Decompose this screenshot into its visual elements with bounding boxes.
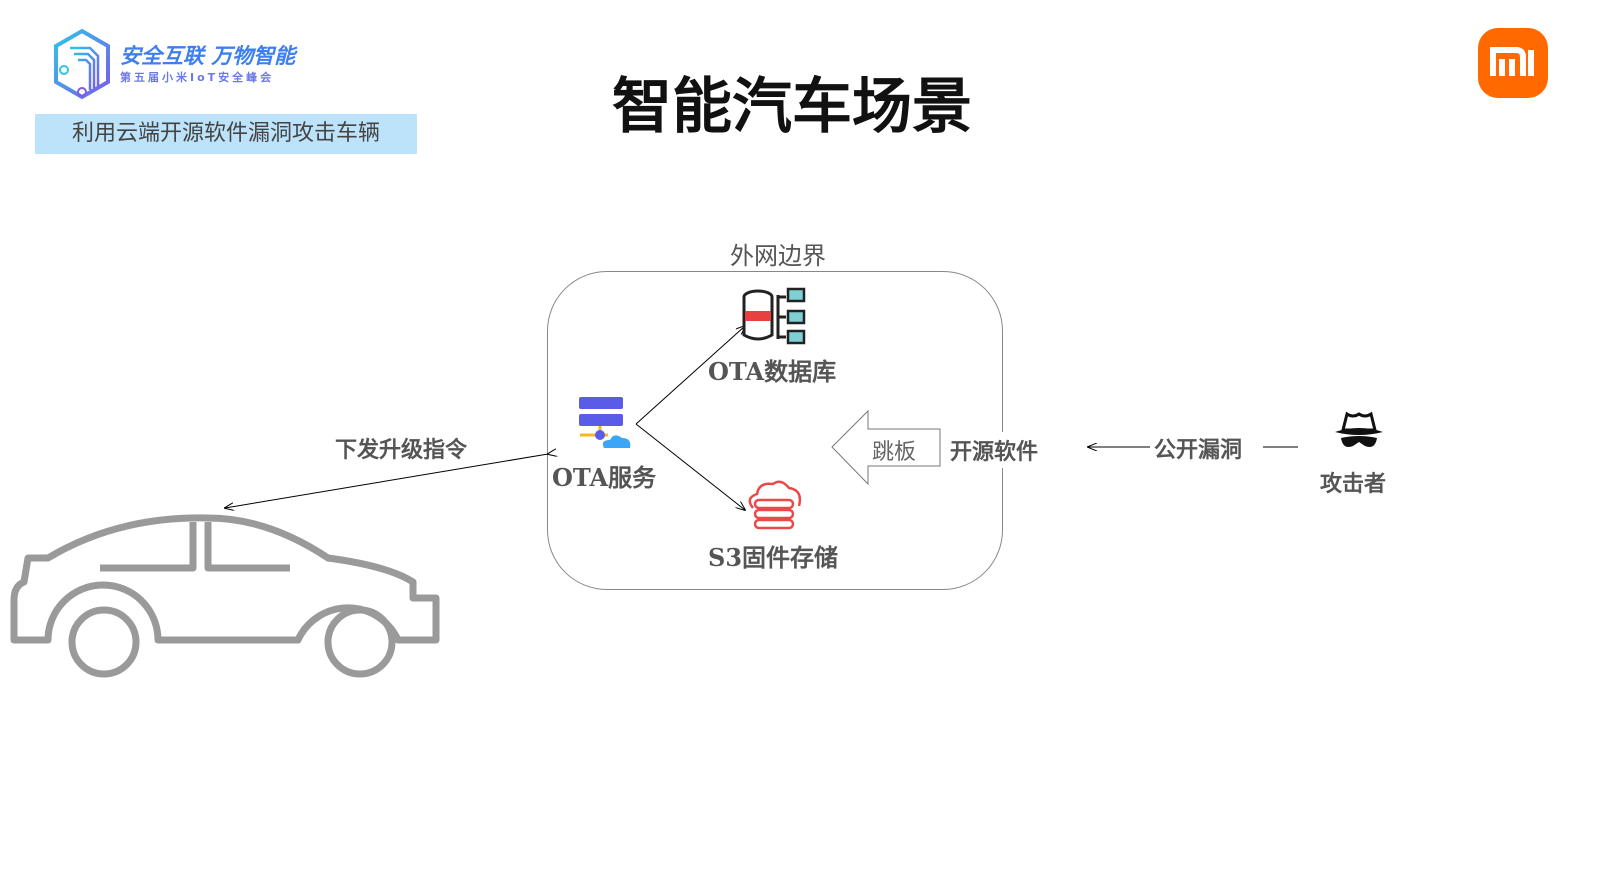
summit-logo: 安全互联 万物智能 第五届小米IoT安全峰会 (52, 28, 332, 100)
ota-service-label: OTA服务 (552, 463, 657, 492)
springboard-label: 跳板 (872, 440, 917, 465)
subtitle-banner: 利用云端开源软件漏洞攻击车辆 (35, 114, 417, 154)
attacker-label: 攻击者 (1320, 471, 1387, 497)
cloud-storage-icon (748, 480, 802, 530)
arrow-to-database (635, 326, 745, 425)
attacker-icon (1335, 411, 1383, 447)
boundary-label: 外网边界 (730, 242, 826, 270)
car-icon (10, 514, 440, 678)
open-source-label: 开源软件 (950, 432, 1039, 468)
ota-database-label: OTA数据库 (708, 357, 837, 386)
arrow-ota-to-car (225, 454, 548, 508)
logo-sub-text: 第五届小米IoT安全峰会 (120, 71, 275, 84)
mi-icon (1490, 47, 1534, 76)
hexagon-circuit-icon (54, 28, 110, 100)
database-icon (742, 287, 806, 345)
logo-main-text: 安全互联 万物智能 (120, 44, 296, 68)
public-vuln-label: 公开漏洞 (1154, 437, 1243, 463)
network-boundary (547, 271, 1003, 590)
server-cloud-icon (579, 397, 631, 448)
xiaomi-logo (1478, 28, 1548, 98)
page-title: 智能汽车场景 (612, 72, 972, 142)
springboard-arrow-shape (831, 409, 941, 486)
command-label: 下发升级指令 (335, 437, 468, 463)
s3-storage-label: S3固件存储 (708, 543, 839, 572)
arrow-to-s3 (635, 423, 745, 510)
